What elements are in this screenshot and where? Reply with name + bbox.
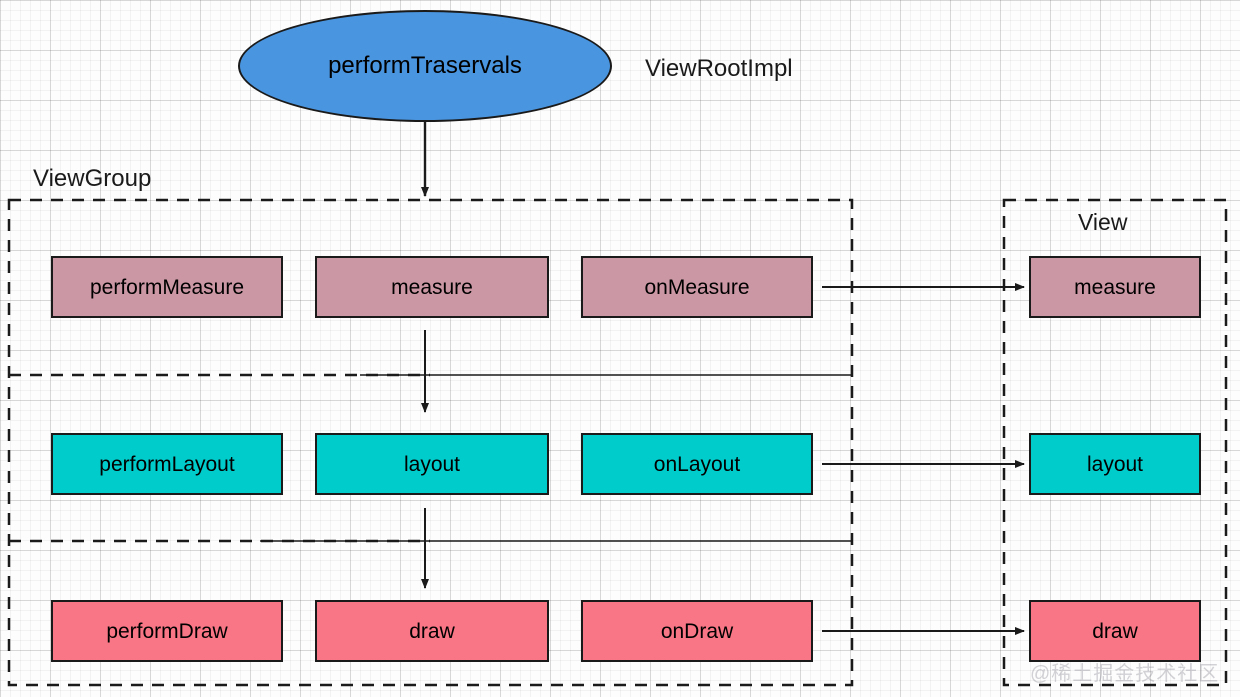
box-view-measure[interactable]: measure	[1029, 256, 1201, 318]
box-layout-label: layout	[403, 452, 461, 476]
watermark: @稀土掘金技术社区	[1030, 663, 1220, 685]
box-measure[interactable]: measure	[315, 256, 549, 318]
box-on-measure-label: onMeasure	[644, 275, 750, 299]
box-measure-label: measure	[391, 275, 473, 299]
box-on-layout[interactable]: onLayout	[581, 433, 813, 495]
box-view-layout[interactable]: layout	[1029, 433, 1201, 495]
box-view-draw-label: draw	[1092, 619, 1138, 643]
box-on-draw[interactable]: onDraw	[581, 600, 813, 662]
box-perform-layout[interactable]: performLayout	[51, 433, 283, 495]
box-on-layout-label: onLayout	[653, 452, 741, 476]
perform-traversals-ellipse[interactable]: performTraservals	[238, 10, 612, 122]
box-layout[interactable]: layout	[315, 433, 549, 495]
box-perform-measure-label: performMeasure	[89, 275, 245, 299]
box-perform-draw[interactable]: performDraw	[51, 600, 283, 662]
box-view-draw[interactable]: draw	[1029, 600, 1201, 662]
box-draw[interactable]: draw	[315, 600, 549, 662]
box-on-draw-label: onDraw	[660, 619, 734, 643]
box-perform-draw-label: performDraw	[106, 619, 228, 643]
box-on-measure[interactable]: onMeasure	[581, 256, 813, 318]
box-perform-layout-label: performLayout	[99, 452, 235, 476]
perform-traversals-label: performTraservals	[328, 52, 522, 79]
view-label: View	[1078, 209, 1128, 235]
box-view-layout-label: layout	[1086, 452, 1144, 476]
box-draw-label: draw	[409, 619, 455, 643]
viewgroup-label: ViewGroup	[33, 165, 152, 192]
box-perform-measure[interactable]: performMeasure	[51, 256, 283, 318]
box-view-measure-label: measure	[1074, 275, 1156, 299]
view-root-impl-label: ViewRootImpl	[645, 55, 793, 82]
